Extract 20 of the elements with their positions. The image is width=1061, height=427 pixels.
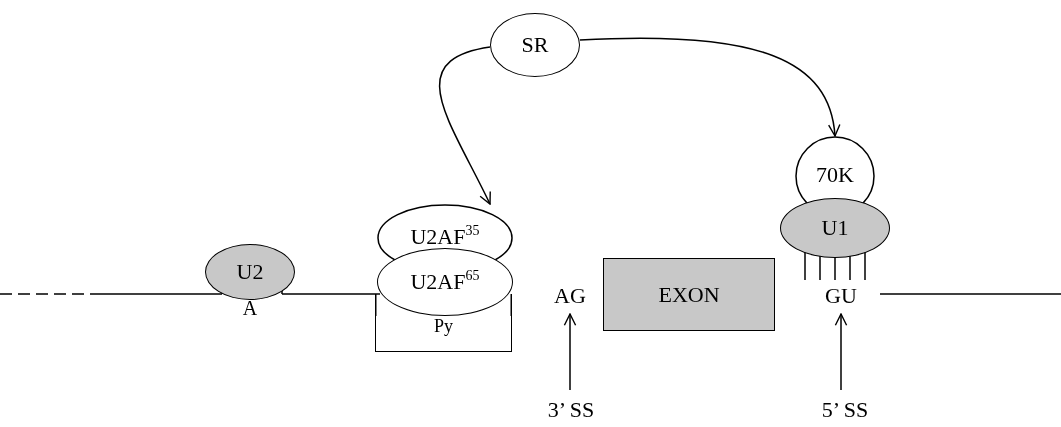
branch-point-label: A bbox=[241, 297, 259, 319]
arrow bbox=[834, 313, 848, 391]
splice-site-label: GU bbox=[822, 282, 860, 310]
node-label: 70K bbox=[816, 162, 854, 188]
node-label: U2 bbox=[236, 259, 264, 285]
node-label: U2AF$^{65}$ bbox=[410, 269, 480, 295]
arrow bbox=[438, 46, 491, 205]
exon-box bbox=[603, 258, 775, 331]
protein-ellipse bbox=[377, 248, 513, 316]
arrow bbox=[563, 313, 577, 391]
polypyrimidine-box bbox=[375, 316, 512, 352]
node-label: SR bbox=[521, 32, 549, 58]
splice-site-label: 5’ SS bbox=[812, 396, 878, 424]
splice-site-label: 3’ SS bbox=[538, 396, 604, 424]
node-label: EXON bbox=[658, 281, 720, 308]
node-label: Py bbox=[434, 316, 453, 337]
arrow bbox=[579, 37, 840, 137]
node-label: U2AF$^{35}$ bbox=[410, 224, 480, 250]
node-label: U1 bbox=[821, 215, 849, 241]
splice-site-label: AG bbox=[551, 282, 589, 310]
